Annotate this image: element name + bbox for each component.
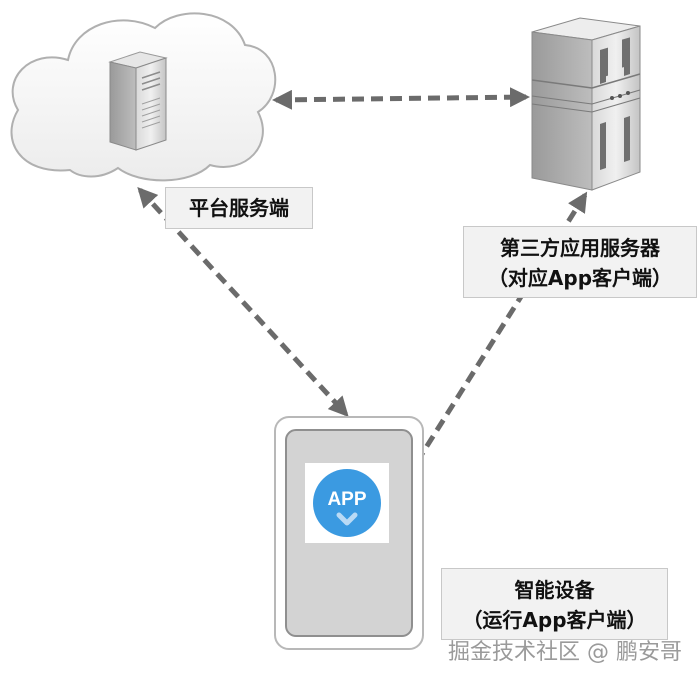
platform-server-icon (108, 51, 168, 151)
app-icon-text: APP (327, 489, 366, 510)
arrow-cloud-to-thirdparty (272, 87, 530, 110)
thirdparty-server-label-line2: （对应App客户端） (487, 266, 673, 290)
smart-device-label-line2: （运行App客户端） (462, 608, 647, 632)
smart-device-icon: APP (274, 416, 424, 650)
thirdparty-server-label-line1: 第三方应用服务器 (500, 236, 660, 260)
watermark: 掘金技术社区 @ 鹏安哥 (448, 640, 682, 665)
arrow-platform-to-device (137, 187, 349, 417)
thirdparty-server-label: 第三方应用服务器 （对应App客户端） (463, 226, 697, 298)
platform-server-label-text: 平台服务端 (189, 196, 289, 220)
smart-device-label: 智能设备 （运行App客户端） (441, 568, 668, 640)
platform-server-label: 平台服务端 (165, 187, 313, 229)
smart-device-label-line1: 智能设备 (514, 578, 595, 602)
app-icon: APP (313, 469, 381, 537)
thirdparty-server-icon (531, 17, 641, 191)
